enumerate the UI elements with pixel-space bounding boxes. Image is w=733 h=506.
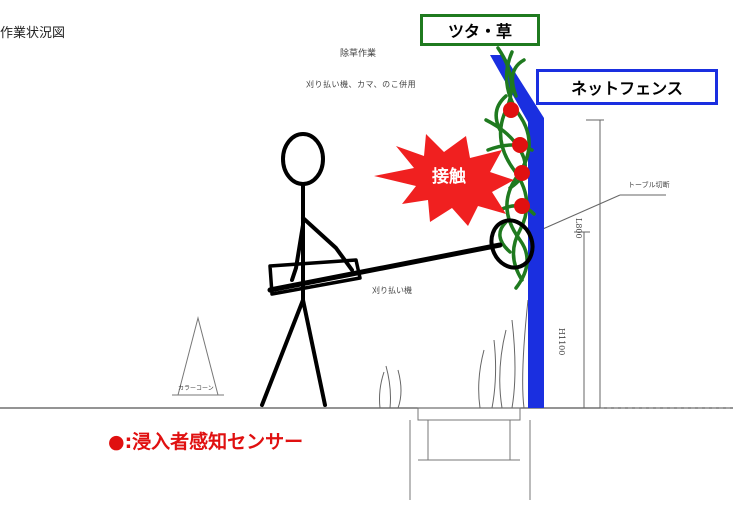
fence-foundation [409,407,531,500]
dimension-lines [535,119,666,408]
color-cone-note: カラーコーン [178,385,214,392]
sensor-dot [514,165,530,181]
intrusion-sensors [503,102,530,214]
weeding-tools-note: 刈り払い機、カマ、のこ併用 [306,80,417,89]
grass-sketch [379,299,529,409]
upper-height-note: L800 [574,218,583,239]
worker-figure [260,132,354,407]
net-fence-label: ネットフェンス [536,69,718,105]
tape-cut-note: トーブル切断 [628,181,670,189]
page-heading: 作業状況図 [0,26,66,41]
worker-head [281,132,325,186]
sensor-dot [503,102,519,118]
ivy-grass-label: ツタ・草 [420,14,540,46]
sensor-legend: ●:浸入者感知センサー [108,431,304,453]
sensor-dot [514,198,530,214]
sensor-dot [512,137,528,153]
brush-cutter [267,218,535,296]
weeding-work-note: 除草作業 [340,49,377,59]
lower-height-note: H1100 [557,328,566,356]
contact-label: 接触 [432,167,466,187]
color-cone [172,316,224,396]
contact-burst [374,134,514,226]
brush-cutter-note: 刈り払い機 [372,286,412,295]
